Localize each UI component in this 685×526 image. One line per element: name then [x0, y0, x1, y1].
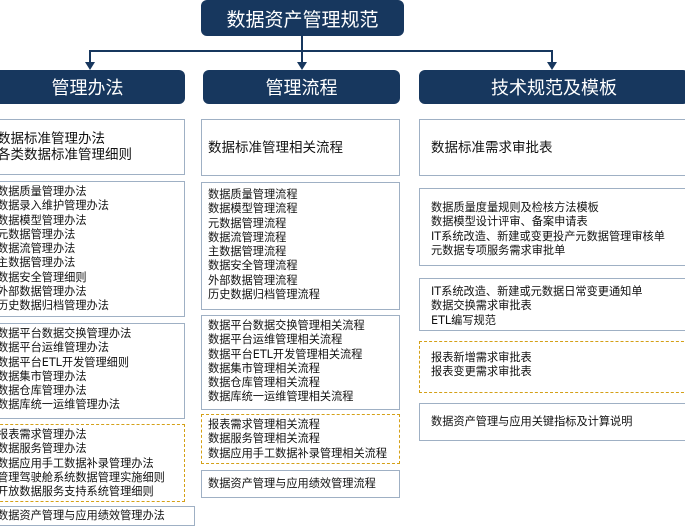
list-item: 开放数据服务支持系统管理细则 — [0, 485, 154, 499]
list-item: 数据平台ETL开发管理相关流程 — [208, 347, 363, 361]
list-item: 数据集市管理办法 — [0, 369, 87, 383]
arrow-middle-icon — [297, 62, 307, 70]
list-item: 数据仓库管理办法 — [0, 384, 87, 398]
list-item: 管理驾驶舱系统数据管理实施细则 — [0, 470, 165, 484]
methods-group-quality: 数据质量管理办法 数据录入维护管理办法 数据模型管理办法 元数据管理办法 数据流… — [0, 181, 185, 317]
list-item: IT系统改造、新建或变更投产元数据管理审核单 — [431, 229, 665, 243]
list-item: 数据平台运维管理办法 — [0, 341, 109, 355]
list-item: 数据质量管理流程 — [208, 188, 298, 201]
list-item: 外部数据管理流程 — [208, 273, 298, 287]
tech-group-quality: 数据质量度量规则及检核方法模板 数据模型设计评审、备案申请表 IT系统改造、新建… — [419, 188, 685, 266]
list-item: 历史数据归档管理办法 — [0, 299, 109, 313]
list-item: 数据平台数据交换管理相关流程 — [208, 319, 365, 332]
connector-vertical-top — [301, 36, 303, 51]
list-item: 数据安全管理流程 — [208, 259, 298, 273]
list-item: IT系统改造、新建或元数据日常变更通知单 — [431, 285, 643, 298]
list-item: 数据集市管理相关流程 — [208, 361, 320, 375]
list-item: 数据流管理流程 — [208, 230, 287, 244]
connector-right — [551, 50, 553, 64]
connector-middle — [301, 50, 303, 64]
column-title-management-methods: 管理办法 — [0, 70, 185, 104]
process-group-reports: 报表需求管理相关流程 数据服务管理相关流程 数据应用手工数据补录管理相关流程 — [201, 414, 400, 464]
list-item: 数据平台数据交换管理办法 — [0, 327, 132, 340]
list-item: 数据标准管理办法 — [0, 131, 105, 147]
methods-group-platform: 数据平台数据交换管理办法 数据平台运维管理办法 数据平台ETL开发管理细则 数据… — [0, 323, 185, 419]
list-item: 元数据专项服务需求审批单 — [431, 243, 566, 257]
process-group-quality: 数据质量管理流程 数据模型管理流程 元数据管理流程 数据流管理流程 主数据管理流… — [201, 182, 400, 310]
tech-group-reports: 报表新增需求审批表 报表变更需求审批表 — [419, 341, 685, 393]
list-item: 数据流管理办法 — [0, 242, 76, 256]
connector-left — [89, 50, 91, 64]
list-item: 元数据管理流程 — [208, 216, 287, 230]
list-item: 报表需求管理相关流程 — [208, 418, 320, 431]
list-item: 数据模型管理流程 — [208, 202, 298, 216]
list-item: 历史数据归档管理流程 — [208, 288, 320, 302]
list-item: 数据库统一运维管理办法 — [0, 398, 121, 412]
list-item: 报表新增需求审批表 — [431, 351, 532, 364]
list-item: 主数据管理办法 — [0, 256, 76, 270]
list-item: 数据资产管理与应用关键指标及计算说明 — [431, 414, 633, 428]
list-item: 报表需求管理办法 — [0, 428, 87, 441]
list-item: 报表变更需求审批表 — [431, 365, 532, 379]
list-item: 数据资产管理与应用绩效管理办法 — [0, 509, 165, 522]
process-group-standards: 数据标准管理相关流程 — [201, 119, 400, 176]
arrow-right-icon — [547, 62, 557, 70]
list-item: 数据平台ETL开发管理细则 — [0, 355, 130, 369]
list-item: 数据交换需求审批表 — [431, 299, 532, 313]
process-group-performance: 数据资产管理与应用绩效管理流程 — [201, 470, 400, 498]
column-title-tech-specs: 技术规范及模板 — [419, 70, 685, 104]
tech-group-platform: IT系统改造、新建或元数据日常变更通知单 数据交换需求审批表 ETL编写规范 — [419, 278, 685, 331]
methods-group-standards: 数据标准管理办法 各类数据标准管理细则 — [0, 119, 185, 175]
list-item: 数据服务管理办法 — [0, 442, 87, 456]
connector-horizontal — [90, 50, 552, 52]
list-item: 数据应用手工数据补录管理办法 — [0, 456, 154, 470]
top-title: 数据资产管理规范 — [201, 0, 404, 36]
tech-group-performance: 数据资产管理与应用关键指标及计算说明 — [419, 403, 685, 441]
list-item: 数据服务管理相关流程 — [208, 432, 320, 446]
list-item: 外部数据管理办法 — [0, 285, 87, 299]
list-item: 数据应用手工数据补录管理相关流程 — [208, 446, 388, 460]
list-item: 数据标准管理相关流程 — [208, 139, 343, 156]
list-item: 数据安全管理细则 — [0, 270, 87, 284]
list-item: 数据录入维护管理办法 — [0, 199, 109, 213]
list-item: 数据仓库管理相关流程 — [208, 376, 320, 390]
list-item: 数据平台运维管理相关流程 — [208, 333, 343, 347]
column-title-management-process: 管理流程 — [203, 70, 400, 104]
list-item: 数据质量度量规则及检核方法模板 — [431, 201, 599, 214]
methods-group-performance: 数据资产管理与应用绩效管理办法 — [0, 506, 195, 526]
list-item: 数据标准需求审批表 — [431, 139, 553, 156]
list-item: ETL编写规范 — [431, 313, 496, 327]
arrow-left-icon — [85, 62, 95, 70]
list-item: 数据质量管理办法 — [0, 185, 87, 198]
list-item: 主数据管理流程 — [208, 245, 287, 259]
list-item: 数据模型设计评审、备案申请表 — [431, 215, 588, 229]
list-item: 数据资产管理与应用绩效管理流程 — [208, 476, 376, 490]
tech-group-standards: 数据标准需求审批表 — [419, 119, 685, 176]
list-item: 元数据管理办法 — [0, 227, 76, 241]
list-item: 各类数据标准管理细则 — [0, 147, 132, 163]
methods-group-reports: 报表需求管理办法 数据服务管理办法 数据应用手工数据补录管理办法 管理驾驶舱系统… — [0, 424, 185, 502]
process-group-platform: 数据平台数据交换管理相关流程 数据平台运维管理相关流程 数据平台ETL开发管理相… — [201, 315, 400, 410]
list-item: 数据库统一运维管理相关流程 — [208, 390, 354, 404]
list-item: 数据模型管理办法 — [0, 213, 87, 227]
